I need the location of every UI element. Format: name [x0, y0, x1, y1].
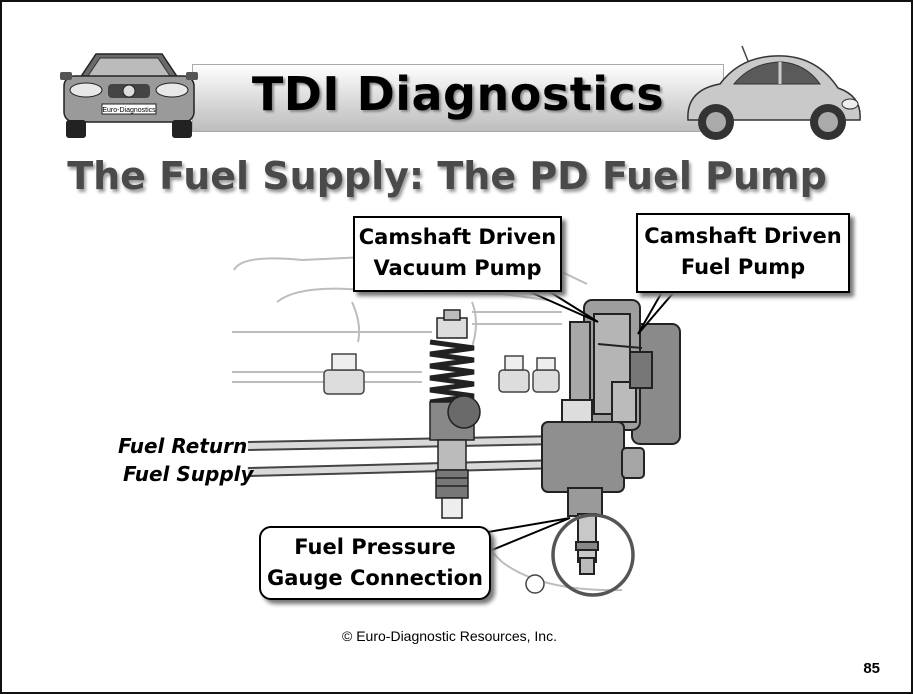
slide-title: The Fuel Supply: The PD Fuel Pump: [67, 154, 827, 198]
vacuum-pump-callout: Camshaft Driven Vacuum Pump: [353, 216, 562, 292]
injector-spring: [429, 309, 481, 519]
golf-car-image: Euro-Diagnostics: [60, 53, 198, 138]
gauge-connection-callout: Fuel Pressure Gauge Connection: [259, 526, 491, 600]
copyright-footer: © Euro-Diagnostic Resources, Inc.: [342, 628, 557, 644]
gauge-connection-callout-line2: Gauge Connection: [267, 566, 483, 590]
fuel-pump-callout: Camshaft Driven Fuel Pump: [636, 213, 850, 293]
car-license-plate: Euro-Diagnostics: [102, 107, 156, 114]
header-banner: TDI Diagnostics: [192, 64, 724, 132]
fuel-pump-callout-line2: Fuel Pump: [680, 255, 806, 279]
header-title: TDI Diagnostics: [251, 67, 665, 121]
callout-pointers: [486, 291, 677, 552]
pump-assembly: [541, 299, 681, 575]
head-bolts: [323, 353, 560, 594]
fuel-supply-label: Fuel Supply: [123, 462, 254, 486]
fuel-return-label: Fuel Return: [118, 434, 248, 458]
gauge-connection-highlight: [551, 513, 635, 597]
fuel-pump-callout-line1: Camshaft Driven: [644, 224, 842, 248]
gauge-connection-callout-line1: Fuel Pressure: [294, 535, 456, 559]
vacuum-pump-callout-line2: Vacuum Pump: [373, 256, 542, 280]
fuel-lines: [247, 435, 563, 477]
vacuum-pump-callout-line1: Camshaft Driven: [358, 225, 557, 249]
beetle-car-image: [687, 45, 861, 140]
page-number: 85: [863, 660, 880, 677]
